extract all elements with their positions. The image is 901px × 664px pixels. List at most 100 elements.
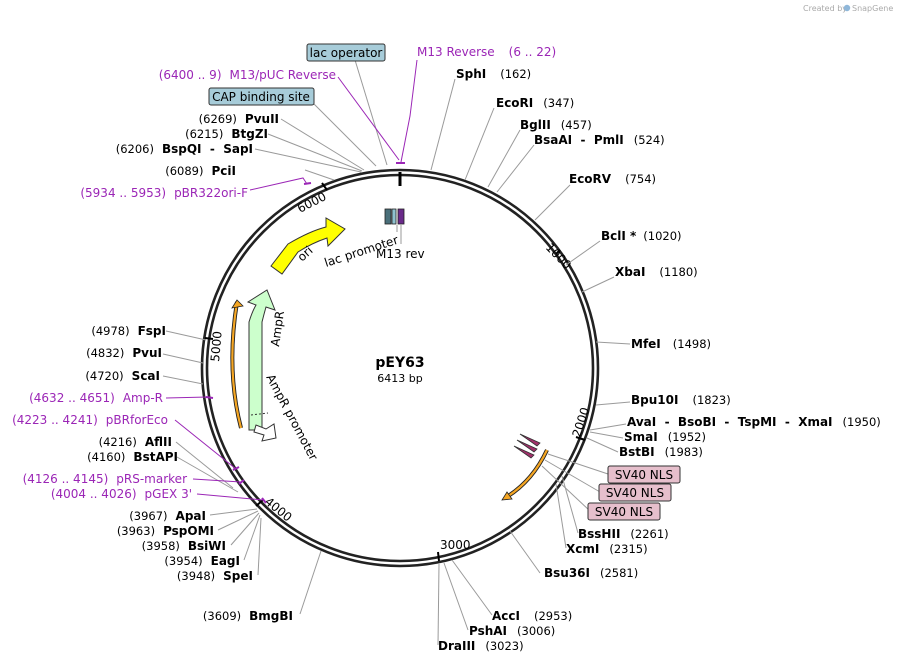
m13-rev-feature: [397, 208, 405, 225]
leader-bsu36i: [509, 530, 541, 574]
site-smai: SmaI(1952): [624, 430, 706, 444]
lac-promoter-feature: [391, 208, 397, 225]
site-bmgbi: (3609)BmgBI: [203, 609, 293, 623]
tick-mark-1000: [555, 249, 561, 255]
tick-label-2000: 2000: [570, 406, 593, 439]
leader-avai: [589, 423, 627, 431]
credit-text: Created by: [803, 4, 847, 13]
site-avai-bsobi-tspmi-xmai: AvaI - BsoBI - TspMI - XmaI(1950): [627, 415, 881, 429]
m13-rev-label: M13 rev: [376, 247, 425, 261]
site-fspi: (4978)FspI: [91, 324, 166, 338]
site-apai: (3967)ApaI: [129, 509, 206, 523]
leader-btgzi: [267, 133, 363, 172]
plasmid-name: pEY63: [375, 355, 424, 371]
site-bstapi: (4160)BstAPI: [87, 450, 178, 464]
leader-bspqi: [254, 148, 362, 173]
leader-pbrforeco: [174, 419, 237, 470]
snapgene-credit: Created by SnapGene: [803, 4, 893, 13]
tick-mark-4000: [255, 499, 264, 507]
tick-label-5000: 5000: [208, 331, 225, 363]
site-pvuii: (6269)PvuII: [199, 112, 279, 126]
site-sphi: SphI(162): [456, 67, 531, 81]
site-ecorv: EcoRV(754): [569, 172, 656, 186]
leader-mfei: [595, 341, 631, 345]
orf-arrowhead-left: [231, 299, 244, 309]
leader-pspomi: [217, 510, 259, 531]
site-acci: AccI(2953): [492, 609, 572, 623]
backbone-outer: [200, 168, 600, 568]
primer-marks: [205, 162, 405, 504]
site-bglii: BglII(457): [520, 118, 592, 132]
leader-prs-marker: [192, 478, 242, 483]
ampr-promoter-arrow: [253, 423, 277, 442]
leader-xcmi: [555, 483, 567, 549]
sv40-nls-arrow-1: [519, 433, 541, 447]
primer-mark-prs-marker: [238, 479, 245, 485]
site-aflii: (4216)AflII: [99, 435, 172, 449]
primer-prs-marker: (4126 .. 4145)pRS-marker: [23, 472, 187, 486]
orf-outline-right: [503, 449, 549, 500]
leader-amp-r: [165, 396, 209, 399]
leader-bsaai: [496, 144, 535, 193]
site-pspomi: (3963)PspOMI: [117, 524, 214, 538]
primer-amp-r: (4632 .. 4651)Amp-R: [29, 391, 163, 405]
site-ecori: EcoRI(347): [496, 96, 574, 110]
sv40-nls-box-3-label: SV40 NLS: [595, 505, 653, 519]
leader-ecori: [464, 107, 495, 181]
ori-feature-arrow: [270, 217, 346, 275]
sv40-nls-box-3-bg: [587, 502, 661, 521]
site-leaders: [162, 59, 631, 646]
site-xcmi: XcmI(2315): [566, 542, 648, 556]
lac-operator-feature: [384, 208, 392, 225]
ampr-dashed-line: [250, 412, 269, 416]
ampr-feature-arrow: [246, 289, 276, 431]
leader-pshai: [443, 562, 469, 631]
leader-bmgbi: [299, 550, 322, 615]
leader-sv40-1: [547, 453, 609, 475]
orf-arc-right: [504, 449, 548, 499]
ampr-promoter-label: AmpR promoter: [263, 372, 320, 463]
brand-text: SnapGene: [852, 4, 893, 13]
site-bspqi-sapi: (6206)BspQI - SapI: [116, 142, 253, 156]
site-draiii: DraIII(3023): [438, 639, 524, 653]
tick-label-3000: 3000: [440, 538, 471, 552]
primer-pgex: (4004 .. 4026)pGEX 3': [51, 487, 192, 501]
leader-bpu10i: [595, 401, 631, 406]
leader-sv40-3: [541, 465, 591, 512]
lac-operator-box-label: lac operator: [310, 46, 383, 60]
site-spei: (3948)SpeI: [177, 569, 253, 583]
leader-aflii: [175, 441, 234, 489]
site-eagi: (3954)EagI: [164, 554, 240, 568]
orf-arc-left: [231, 301, 243, 429]
leader-pgex: [196, 493, 264, 501]
site-bpu10i: Bpu10I(1823): [631, 393, 731, 407]
leader-scai: [162, 375, 204, 385]
tick-label-6000: 6000: [295, 189, 329, 215]
site-xbai: XbaI(1180): [615, 265, 698, 279]
site-pvui: (4832)PvuI: [86, 346, 162, 360]
leader-fspi: [165, 330, 207, 341]
leader-bstapi: [176, 456, 239, 493]
site-bstbi: BstBI(1983): [619, 445, 703, 459]
primer-pbr322ori-f: (5934 .. 5953)pBR322ori-F: [80, 186, 248, 200]
sv40-nls-arrow-2: [516, 439, 538, 453]
leader-sv40-2: [544, 459, 601, 493]
leader-m13-puc-reverse: [337, 76, 400, 161]
tick-mark-2000: [575, 436, 586, 441]
leader-sphi: [430, 78, 456, 171]
leader-pvuii: [280, 118, 365, 171]
primer-leaders: [165, 59, 418, 501]
leader-spei: [257, 517, 262, 576]
site-bsshii: BssHII(2261): [578, 527, 669, 541]
lac-operator-box-bg: [306, 43, 386, 62]
leader-pbr322ori: [249, 177, 308, 191]
leader-bsiwi: [230, 512, 260, 546]
leader-lac-operator: [354, 59, 388, 166]
leader-bglii: [487, 129, 521, 188]
tick-mark-3000: [437, 551, 440, 562]
tick-mark-5000: [204, 337, 214, 340]
sv40-nls-box-1-bg: [607, 465, 681, 484]
site-pcii: (6089)PciI: [165, 164, 236, 178]
site-bcli: BclI *(1020): [601, 229, 682, 243]
